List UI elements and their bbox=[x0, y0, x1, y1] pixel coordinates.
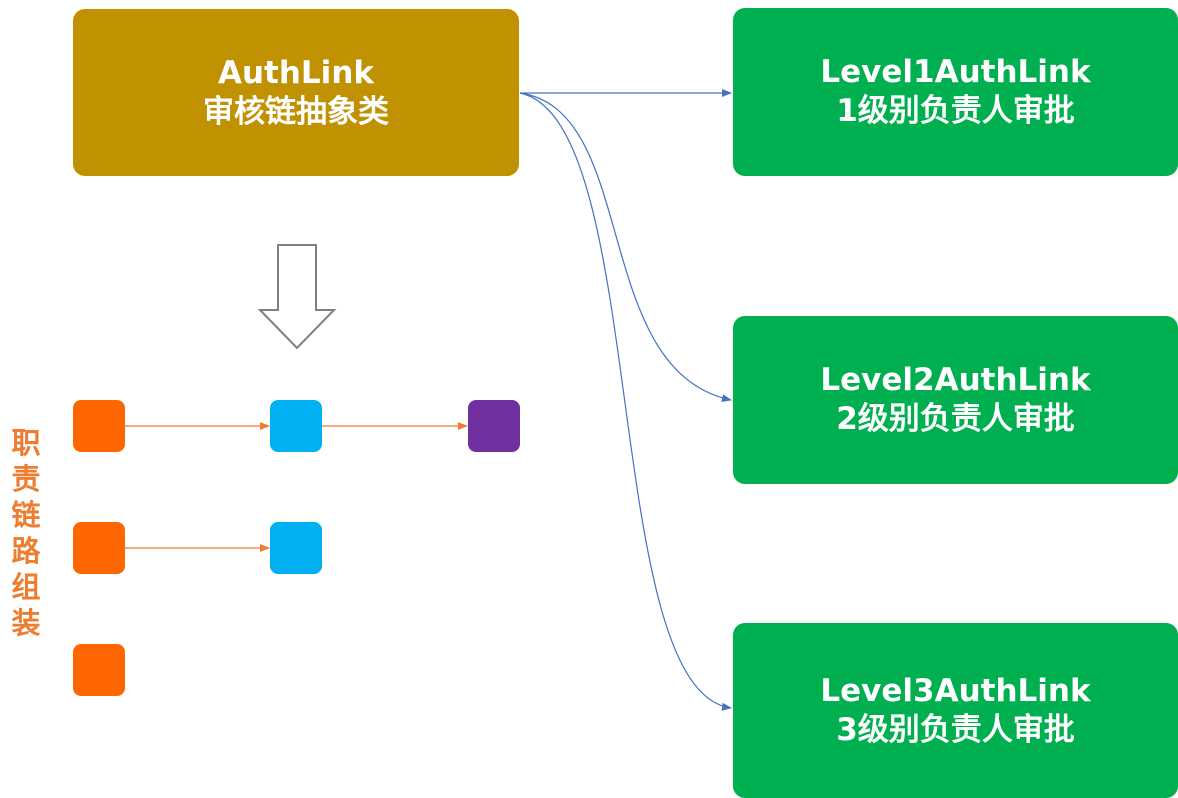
level2-subtitle: 2级别负责人审批 bbox=[836, 401, 1075, 437]
label-char: 装 bbox=[11, 606, 41, 640]
chain-node-orange bbox=[73, 522, 125, 574]
label-char: 组 bbox=[11, 570, 41, 604]
label-char: 职 bbox=[11, 426, 41, 460]
chain-node-orange bbox=[73, 644, 125, 696]
inherit-connector-level3 bbox=[519, 92, 732, 711]
chain-node-blue bbox=[270, 522, 322, 574]
chain-assembly-label: 职 责 链 路 组 装 bbox=[6, 425, 46, 641]
authlink-abstract-class: AuthLink 审核链抽象类 bbox=[73, 9, 519, 176]
level3-authlink-class: Level3AuthLink 3级别负责人审批 bbox=[733, 623, 1178, 798]
label-char: 路 bbox=[11, 534, 41, 568]
level2-title: Level2AuthLink bbox=[820, 362, 1091, 399]
authlink-title: AuthLink bbox=[217, 54, 374, 91]
chain-node-purple bbox=[468, 400, 520, 452]
inherit-connector-level2 bbox=[519, 92, 732, 403]
level3-title: Level3AuthLink bbox=[820, 672, 1091, 709]
level1-title: Level1AuthLink bbox=[820, 54, 1091, 91]
down-arrow-icon bbox=[257, 244, 337, 350]
label-char: 链 bbox=[11, 498, 41, 532]
level1-subtitle: 1级别负责人审批 bbox=[836, 93, 1075, 129]
level1-authlink-class: Level1AuthLink 1级别负责人审批 bbox=[733, 8, 1178, 176]
chain-node-orange bbox=[73, 400, 125, 452]
chain-node-blue bbox=[270, 400, 322, 452]
level3-subtitle: 3级别负责人审批 bbox=[836, 711, 1075, 748]
authlink-subtitle: 审核链抽象类 bbox=[203, 93, 389, 130]
level2-authlink-class: Level2AuthLink 2级别负责人审批 bbox=[733, 316, 1178, 484]
label-char: 责 bbox=[11, 462, 41, 496]
